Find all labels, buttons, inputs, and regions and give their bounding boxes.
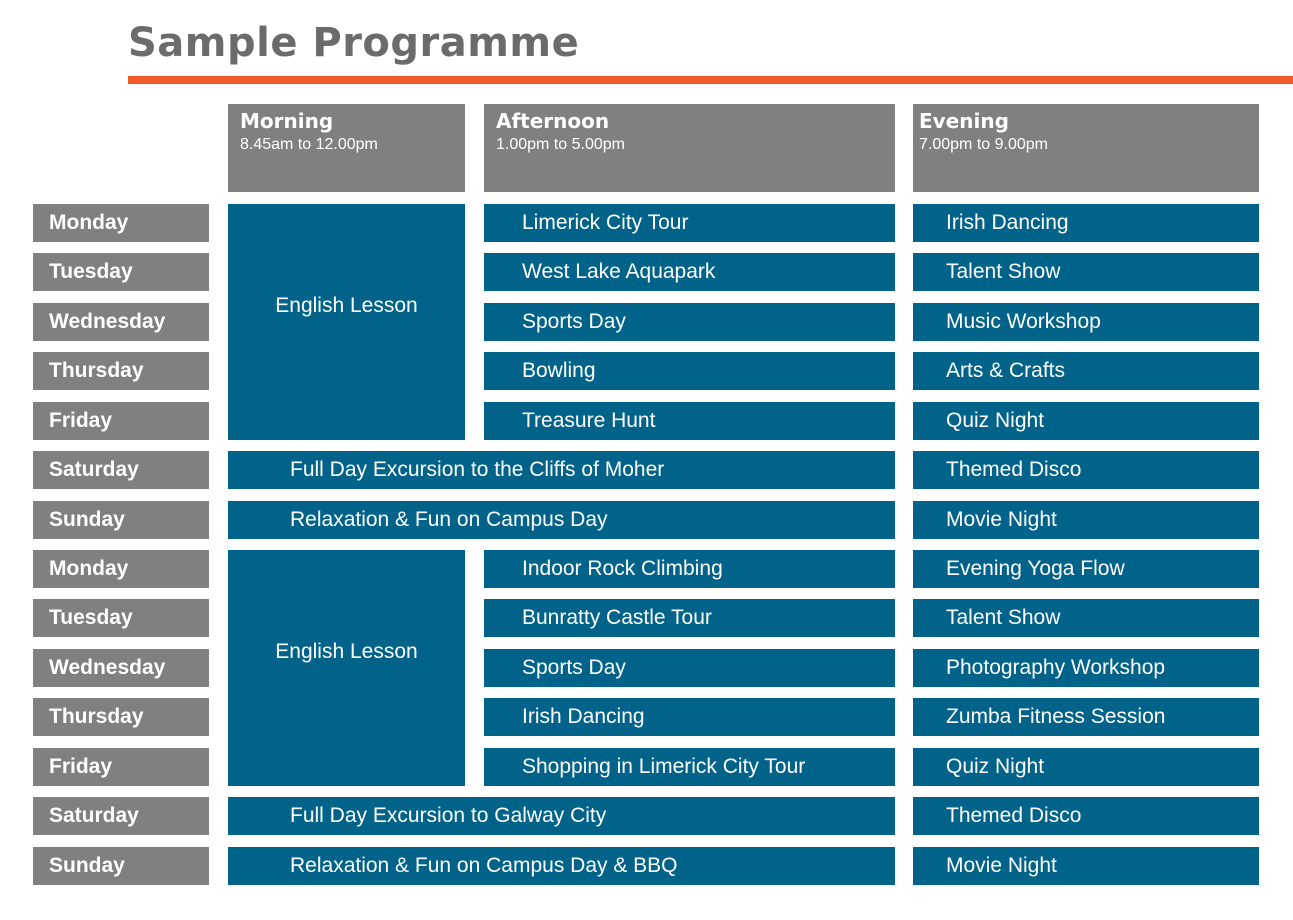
evening-activity: Arts & Crafts [913, 352, 1259, 390]
day-label-wednesday: Wednesday [33, 303, 209, 341]
header-afternoon-title: Afternoon [496, 109, 610, 133]
day-label-wednesday: Wednesday [33, 649, 209, 687]
header-evening-title: Evening [919, 109, 1009, 133]
day-label-sunday: Sunday [33, 847, 209, 885]
afternoon-activity: Limerick City Tour [484, 204, 895, 242]
evening-activity: Zumba Fitness Session [913, 698, 1259, 736]
evening-activity: Photography Workshop [913, 649, 1259, 687]
full-day-activity: Relaxation & Fun on Campus Day & BBQ [228, 847, 895, 885]
day-label-sunday: Sunday [33, 501, 209, 539]
full-day-activity: Relaxation & Fun on Campus Day [228, 501, 895, 539]
evening-activity: Quiz Night [913, 402, 1259, 440]
header-evening-time: 7.00pm to 9.00pm [919, 136, 1048, 153]
full-day-activity: Full Day Excursion to Galway City [228, 797, 895, 835]
header-afternoon: Afternoon 1.00pm to 5.00pm [484, 104, 895, 192]
english-lesson-block-week1: English Lesson [228, 204, 465, 440]
evening-activity: Movie Night [913, 847, 1259, 885]
afternoon-activity: Bowling [484, 352, 895, 390]
afternoon-activity: Shopping in Limerick City Tour [484, 748, 895, 786]
full-day-activity: Full Day Excursion to the Cliffs of Mohe… [228, 451, 895, 489]
header-morning-time: 8.45am to 12.00pm [240, 136, 378, 153]
evening-activity: Irish Dancing [913, 204, 1259, 242]
english-lesson-block-week2: English Lesson [228, 550, 465, 786]
evening-activity: Evening Yoga Flow [913, 550, 1259, 588]
header-morning-title: Morning [240, 109, 334, 133]
day-label-saturday: Saturday [33, 451, 209, 489]
day-label-monday: Monday [33, 204, 209, 242]
evening-activity: Movie Night [913, 501, 1259, 539]
day-label-thursday: Thursday [33, 352, 209, 390]
evening-activity: Quiz Night [913, 748, 1259, 786]
day-label-friday: Friday [33, 402, 209, 440]
afternoon-activity: Indoor Rock Climbing [484, 550, 895, 588]
day-label-saturday: Saturday [33, 797, 209, 835]
header-evening: Evening 7.00pm to 9.00pm [913, 104, 1259, 192]
day-label-thursday: Thursday [33, 698, 209, 736]
evening-activity: Talent Show [913, 599, 1259, 637]
afternoon-activity: Bunratty Castle Tour [484, 599, 895, 637]
header-afternoon-time: 1.00pm to 5.00pm [496, 136, 625, 153]
evening-activity: Music Workshop [913, 303, 1259, 341]
afternoon-activity: West Lake Aquapark [484, 253, 895, 291]
afternoon-activity: Sports Day [484, 303, 895, 341]
evening-activity: Themed Disco [913, 451, 1259, 489]
day-label-tuesday: Tuesday [33, 253, 209, 291]
day-label-friday: Friday [33, 748, 209, 786]
header-morning: Morning 8.45am to 12.00pm [228, 104, 465, 192]
afternoon-activity: Treasure Hunt [484, 402, 895, 440]
page-title: Sample Programme [128, 20, 580, 66]
day-label-tuesday: Tuesday [33, 599, 209, 637]
evening-activity: Talent Show [913, 253, 1259, 291]
evening-activity: Themed Disco [913, 797, 1259, 835]
day-label-monday: Monday [33, 550, 209, 588]
title-underline [128, 76, 1293, 84]
afternoon-activity: Irish Dancing [484, 698, 895, 736]
afternoon-activity: Sports Day [484, 649, 895, 687]
